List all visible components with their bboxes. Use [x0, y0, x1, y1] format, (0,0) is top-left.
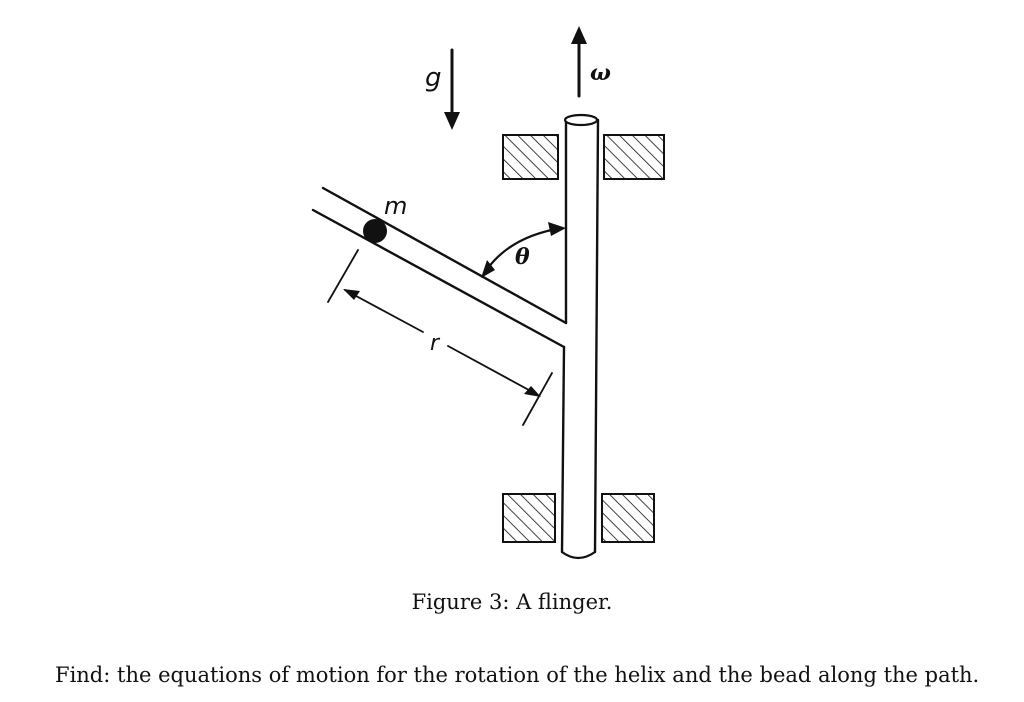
figure-caption: Figure 3: A flinger.	[411, 590, 613, 614]
lower-right-bearing	[601, 493, 655, 543]
mass-label: m	[384, 192, 407, 220]
upper-left-bearing	[502, 134, 559, 180]
lower-left-bearing	[502, 493, 556, 543]
flinger-diagram: g ω m θ r	[311, 26, 665, 560]
omega-arrow	[571, 26, 587, 98]
problem-statement: Find: the equations of motion for the ro…	[55, 663, 980, 687]
vertical-shaft	[560, 113, 600, 560]
inclined-arm	[311, 186, 568, 349]
gravity-arrow	[444, 48, 460, 130]
angle-label: θ	[515, 244, 530, 270]
omega-label: ω	[590, 60, 611, 86]
angle-arc	[481, 222, 566, 278]
bead	[363, 219, 387, 243]
upper-right-bearing	[603, 134, 665, 180]
radius-label: r	[430, 331, 441, 356]
gravity-label: g	[425, 63, 442, 93]
radius-dimension	[327, 249, 553, 426]
